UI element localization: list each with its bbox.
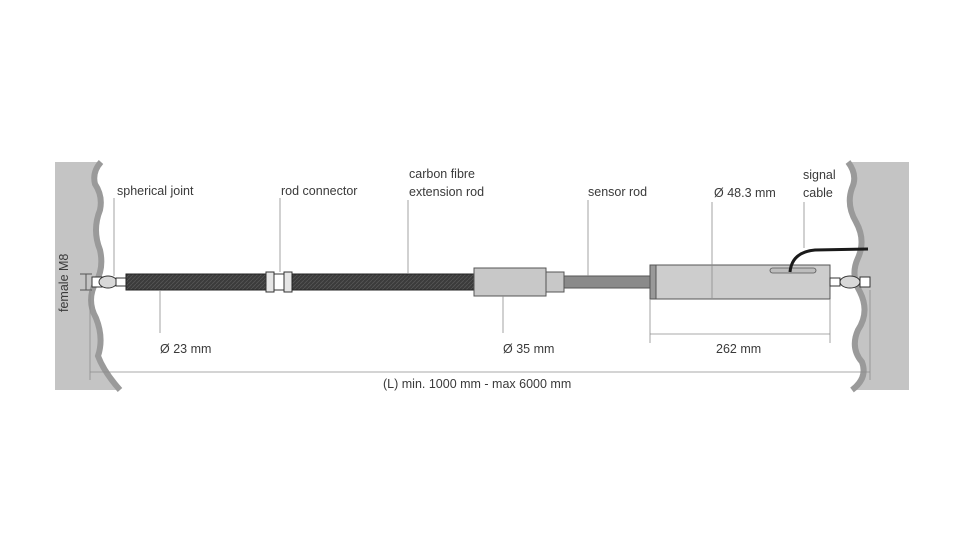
total-length-dimension	[89, 290, 871, 380]
sensor-rod	[563, 275, 651, 289]
signal-cable	[788, 247, 869, 273]
label-sensor-diameter: Ø 48.3 mm	[714, 186, 776, 200]
label-carbon-fibre-1: carbon fibre	[409, 167, 475, 181]
label-connector-diameter: Ø 35 mm	[503, 342, 554, 356]
left-spherical-joint	[91, 275, 127, 289]
label-total-length: (L) min. 1000 mm - max 6000 mm	[383, 377, 571, 391]
left-wall	[55, 162, 120, 390]
connector-body	[473, 267, 565, 297]
sensor-body	[649, 264, 831, 300]
label-sensor-rod: sensor rod	[588, 185, 647, 199]
rod-connector	[265, 271, 293, 293]
label-spherical-joint: spherical joint	[117, 184, 194, 198]
leader-lines	[113, 198, 805, 333]
label-rod-diameter: Ø 23 mm	[160, 342, 211, 356]
left-wall-edge	[88, 159, 123, 392]
sensor-length-dimension	[649, 299, 831, 343]
label-female-m8: female M8	[57, 254, 71, 312]
label-carbon-fibre-2: extension rod	[409, 185, 484, 199]
label-signal-2: cable	[803, 186, 833, 200]
carbon-rod-left	[125, 273, 267, 291]
label-rod-connector: rod connector	[281, 184, 357, 198]
right-spherical-joint	[829, 275, 871, 289]
right-wall-edge	[845, 160, 868, 393]
carbon-rod-right	[291, 273, 475, 291]
right-wall	[848, 162, 909, 390]
label-sensor-length: 262 mm	[716, 342, 761, 356]
label-signal-1: signal	[803, 168, 836, 182]
